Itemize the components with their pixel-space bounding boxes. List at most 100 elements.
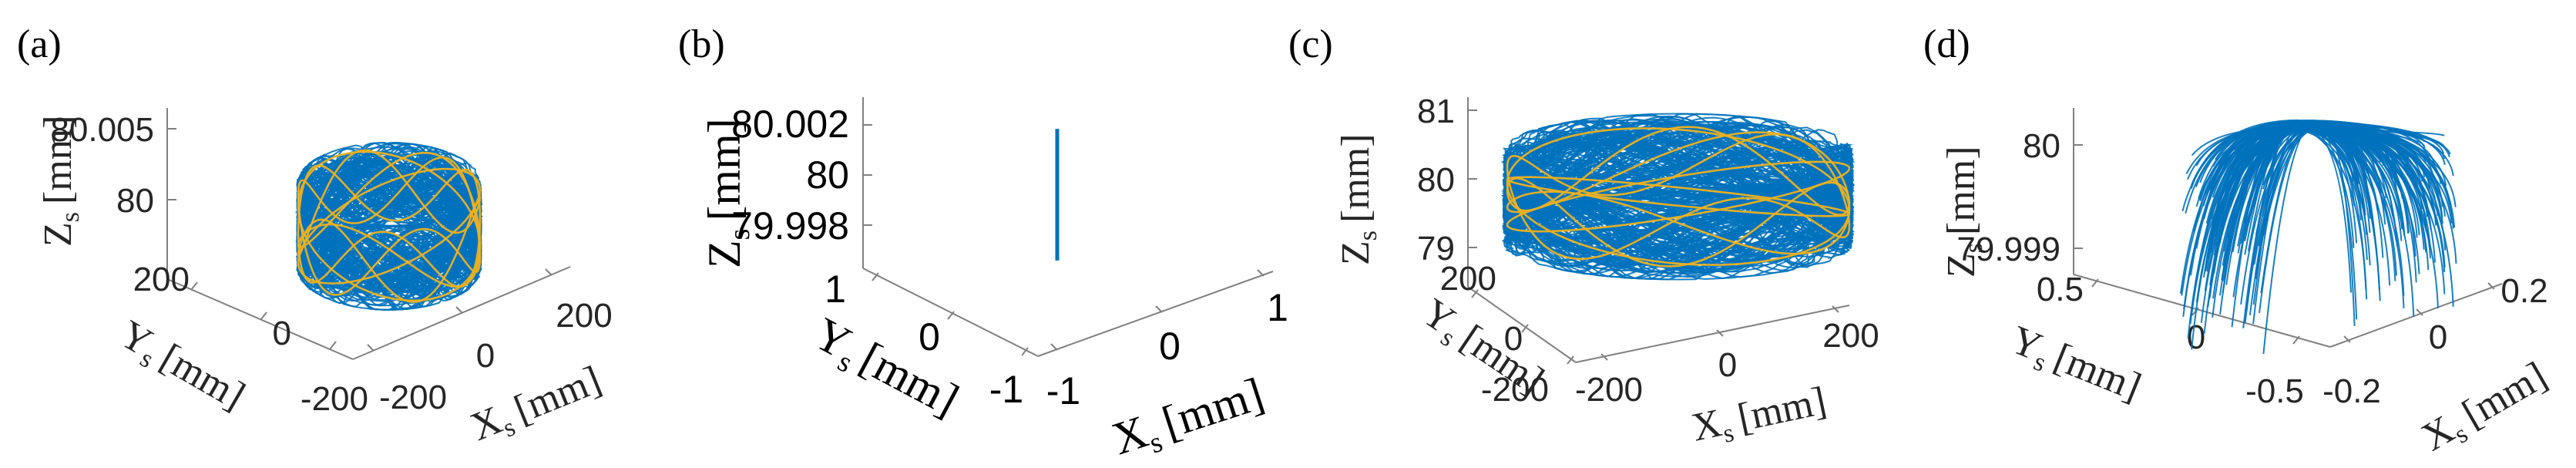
orbit-line-blue [1502, 147, 1853, 240]
orbit-line-yellow [1506, 127, 1851, 266]
panel-d-tag: (d) [1923, 22, 1970, 66]
panel-d-xlabel: Xs[mm] [2415, 354, 2557, 464]
panel-c-zlabel: Zs[mm] [1334, 133, 1382, 265]
panel-d-ytick-0 [2292, 335, 2300, 345]
panel-d-zticklabel-1: 80 [2023, 127, 2060, 165]
panel-a-y-axis-base [166, 278, 354, 360]
panel-a-zticklabel-1: 80.005 [50, 111, 154, 149]
panel-b-ytick-0 [1021, 347, 1029, 356]
dome-loop [2249, 126, 2427, 164]
panel-b-xtick-2 [1257, 269, 1264, 277]
panel-d-yticklabel-2: 0.5 [2037, 271, 2084, 308]
panel-d-x-axis-base [2329, 283, 2503, 348]
panel-a-xticklabel-0: -200 [379, 379, 447, 416]
panel-a-ylabel: Ys[mm] [110, 312, 252, 423]
orbit-line-yellow [1506, 133, 1851, 261]
panel-a-ytick-2 [190, 281, 198, 291]
panel-b-xtick-1 [1155, 305, 1163, 313]
panel-a-ytick-0 [329, 341, 337, 350]
panel-a-yticklabel-0: -200 [301, 380, 368, 418]
panel-c-ytick-2 [1471, 289, 1479, 298]
panel-c-zticklabel-2: 81 [1417, 93, 1455, 130]
panel-b-yticklabel-0: -1 [989, 368, 1023, 411]
panel-c-xtick-1 [1716, 329, 1724, 337]
orbit-line-yellow [297, 156, 482, 296]
panel-d-xticklabel-2: 0.2 [2500, 272, 2547, 310]
panel-d: (d) 80 79.999 0.5 0 -0.5 -0.2 0 0.2 Zs[m… [1923, 22, 2557, 464]
panel-c-tag: (c) [1288, 22, 1333, 66]
panel-b-xticklabel-1: 0 [1159, 325, 1181, 368]
orbit-line-blue [296, 141, 482, 281]
panel-d-xtick-0 [2343, 335, 2351, 343]
panel-c-xticklabel-0: -200 [1575, 371, 1643, 409]
panel-c-xtick-0 [1600, 353, 1608, 361]
dome-loop [2255, 120, 2426, 280]
panel-c-xticklabel-2: 200 [1822, 317, 1879, 355]
panel-d-xticklabel-0: -0.2 [2322, 372, 2381, 410]
orbit-line-blue [1503, 123, 1855, 271]
panel-c-ytick-1 [1521, 324, 1529, 333]
panel-b-x-axis-base [1037, 271, 1274, 357]
dome-loop [2262, 126, 2428, 236]
panel-a-xticklabel-2: 200 [556, 297, 612, 335]
panel-c-xticklabel-1: 0 [1718, 346, 1737, 384]
panel-d-xtick-1 [2416, 308, 2423, 316]
panel-b-xtick-0 [1050, 343, 1058, 351]
dome-loop [2207, 121, 2366, 216]
panel-d-trajectory [2179, 119, 2457, 355]
panel-a-tag: (a) [17, 22, 62, 66]
panel-a-zlabel: Zs[mm] [36, 115, 85, 247]
panel-a-xtick-2 [545, 268, 552, 276]
panel-b-ylabel: Ys[mm] [803, 308, 967, 431]
dome-loop [2232, 122, 2371, 298]
panel-c-xtick-2 [1832, 305, 1839, 313]
panel-c-xlabel: Xs[mm] [1688, 379, 1832, 454]
panel-b-xticklabel-2: 1 [1267, 286, 1288, 329]
panel-d-xticklabel-1: 0 [2429, 318, 2447, 356]
panel-a-yticklabel-2: 200 [133, 261, 190, 298]
panel-a-trajectory [294, 141, 484, 311]
panel-b-yticklabel-1: 0 [919, 315, 940, 359]
panel-d-zlabel: Zs[mm] [1940, 146, 1988, 278]
orbit-line-yellow [297, 149, 482, 304]
panel-c-yticklabel-1: 0 [1504, 320, 1523, 358]
dome-loop [2249, 121, 2436, 201]
panel-d-xtick-2 [2487, 282, 2495, 290]
dome-loop [2209, 123, 2387, 286]
orbit-line-yellow [297, 164, 482, 288]
panel-a-yticklabel-1: 0 [273, 315, 291, 352]
dome-loop [2222, 124, 2359, 207]
panel-b-xticklabel-0: -1 [1046, 369, 1080, 412]
dome-loop [2258, 120, 2454, 307]
panel-c-zticklabel-0: 79 [1417, 230, 1455, 268]
panel-a-xtick-1 [455, 306, 463, 314]
panel-d-ylabel: Ys[mm] [2003, 318, 2147, 413]
panel-d-ytick-2 [2091, 278, 2099, 288]
panel-a-ytick-1 [260, 311, 267, 321]
panel-b-y-axis-base [862, 268, 1039, 357]
panel-c-yticklabel-2: 200 [1440, 260, 1496, 298]
panel-c-yticklabel-0: -200 [1481, 371, 1549, 409]
panel-b-ytick-2 [872, 272, 879, 281]
panel-c-trajectory [1500, 113, 1856, 281]
panel-a-xtick-0 [367, 344, 374, 352]
orbit-line-blue [1502, 143, 1855, 244]
panel-b-tag: (b) [678, 22, 725, 66]
panel-c-zticklabel-1: 80 [1417, 161, 1455, 199]
panel-b-yticklabel-2: 1 [825, 268, 846, 311]
panel-c: (c) 81 80 79 200 0 -200 -200 0 200 Zs[mm… [1288, 22, 1879, 454]
panel-a: (a) 80.005 80 200 0 -200 -200 0 200 Zs[m… [17, 22, 613, 449]
panel-a-zticklabel-0: 80 [116, 182, 154, 220]
panel-b-zticklabel-2: 80.002 [731, 103, 849, 146]
panel-a-xticklabel-1: 0 [476, 337, 495, 375]
panel-c-ytick-0 [1567, 355, 1574, 365]
orbit-line-yellow [297, 167, 482, 285]
panel-b-xlabel: Xs[mm] [1107, 368, 1271, 468]
panel-b-ytick-1 [947, 311, 955, 320]
orbit-line-blue [1504, 113, 1852, 281]
panel-d-zticklabel-0: 79.999 [1956, 231, 2060, 268]
orbit-line-yellow [297, 150, 482, 302]
panel-d-y-axis-base [2073, 274, 2331, 348]
panel-b-zticklabel-0: 79.998 [731, 204, 849, 247]
